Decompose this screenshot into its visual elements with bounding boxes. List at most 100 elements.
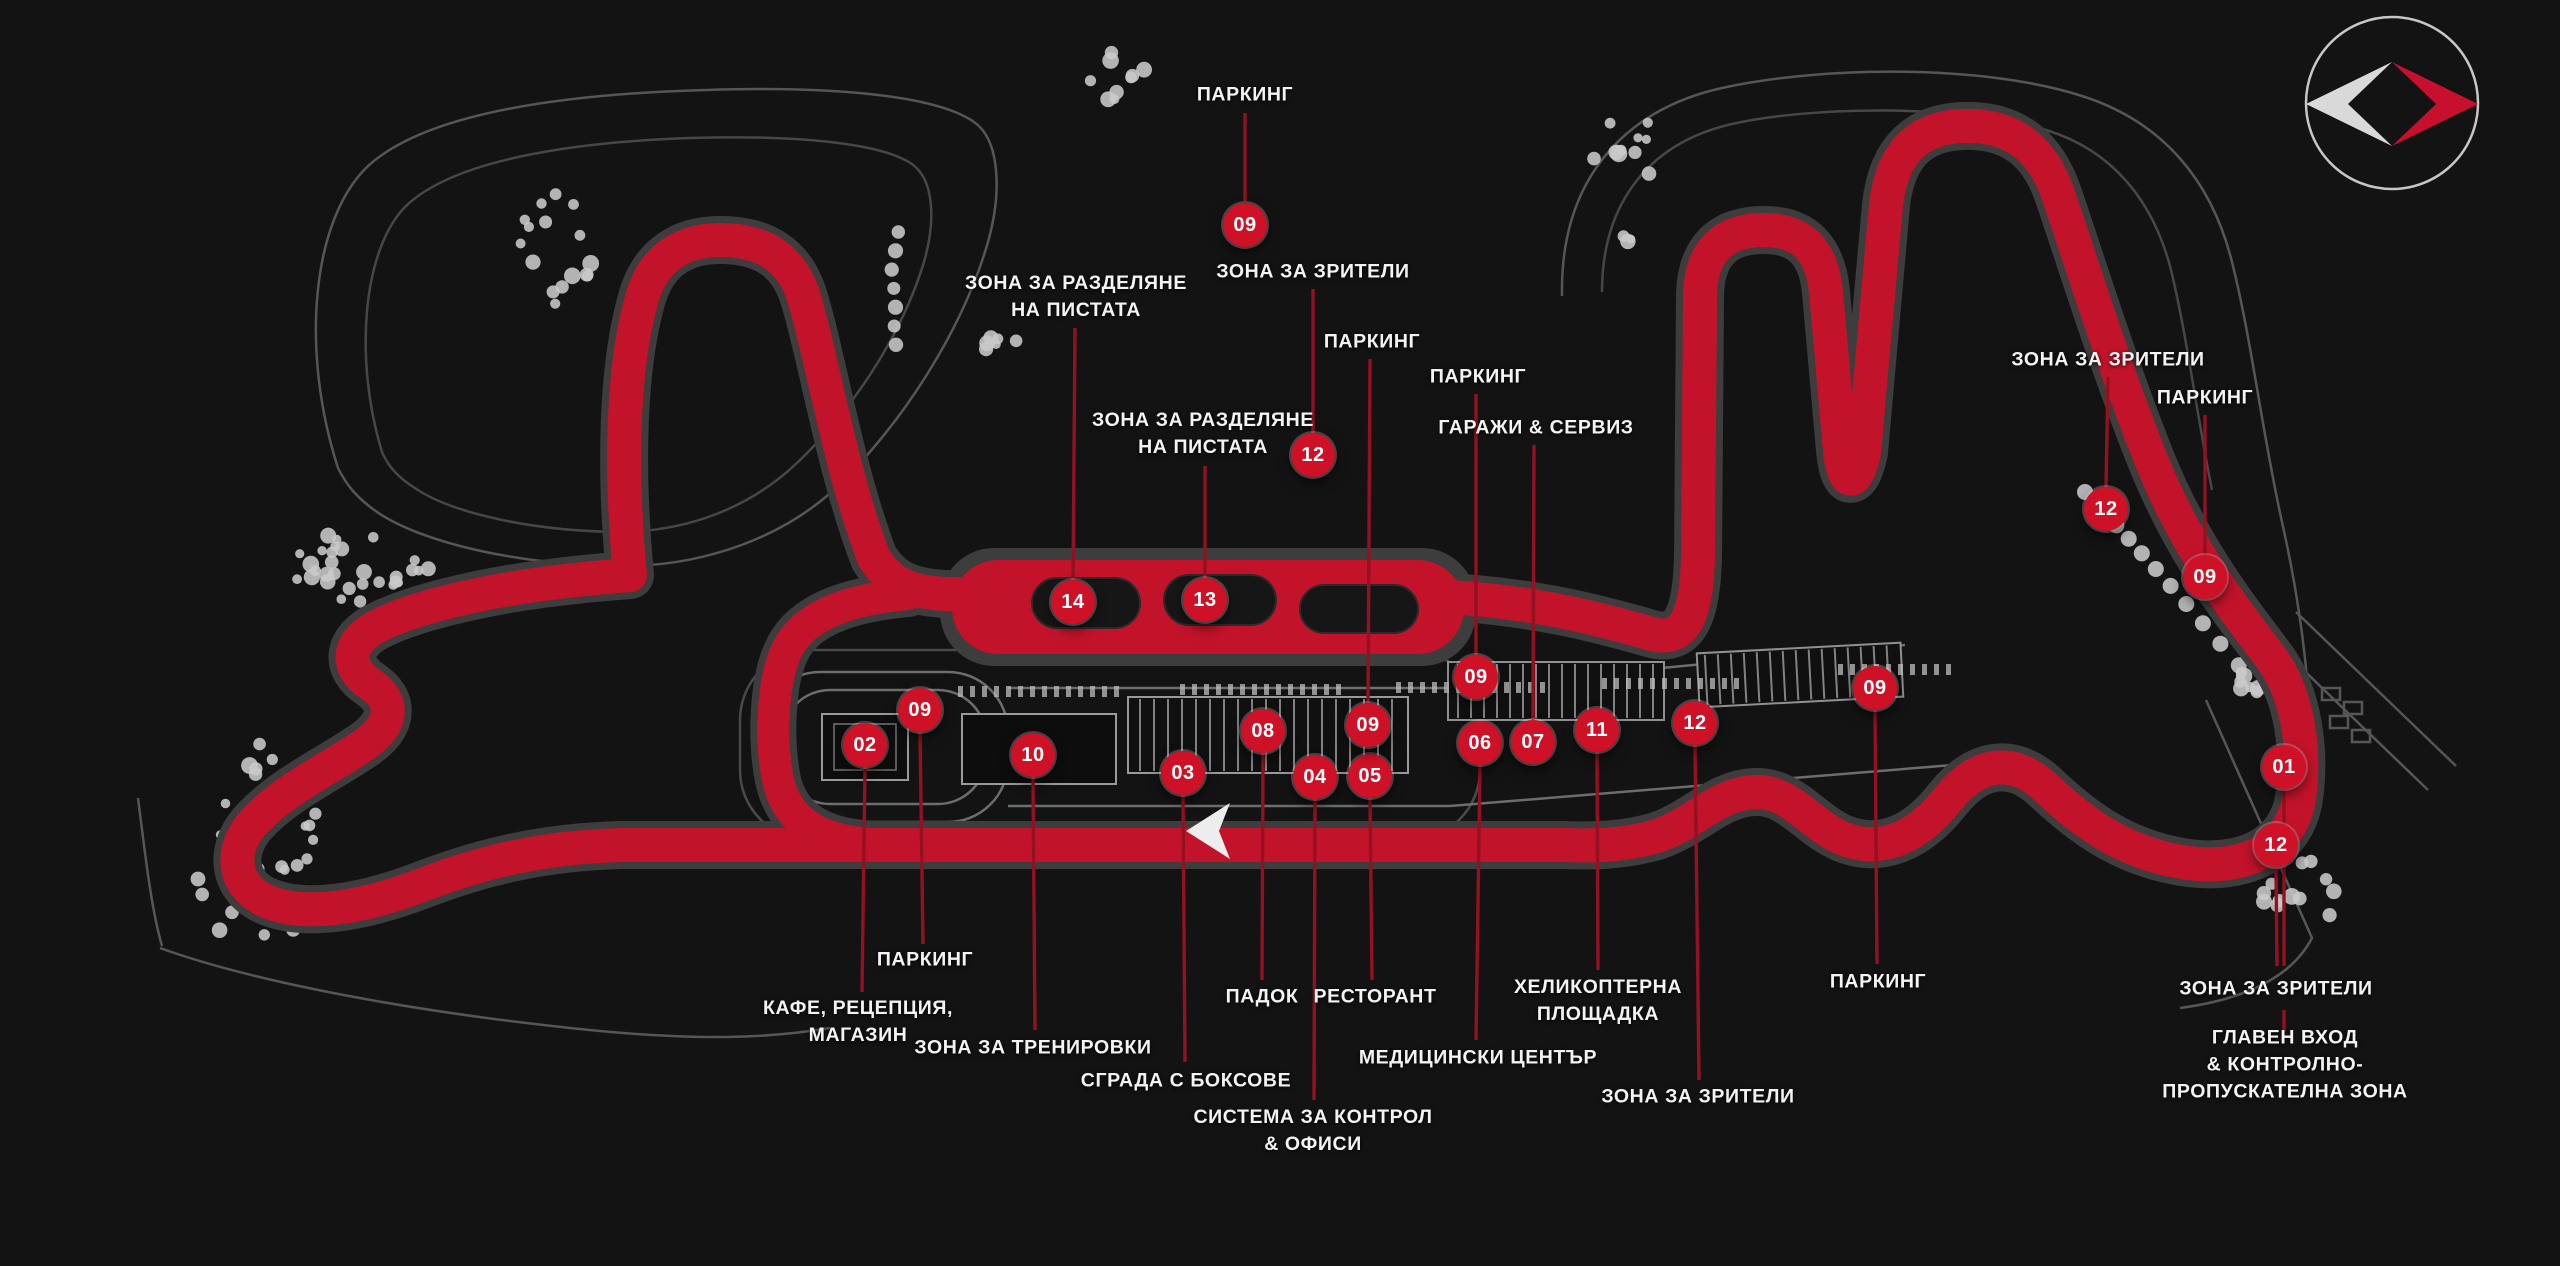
tree-icon [1615,144,1627,156]
tree-icon [564,267,581,285]
marker-number: 01 [2272,755,2296,778]
tree-icon [253,737,266,751]
label-line: СИСТЕМА ЗА КОНТРОЛ [1193,1106,1433,1128]
parked-car-icon [1102,686,1107,697]
tree-icon [1084,75,1097,87]
tree-icon [211,922,228,938]
parked-car-icon [1006,686,1011,697]
tree-icon [388,580,399,590]
label-line: ПАРКИНГ [1196,83,1294,106]
parked-car-icon [1066,686,1071,697]
tree-icon [336,594,347,604]
marker-05[interactable]: 05 [1348,754,1392,798]
label-line: ГЛАВЕН ВХОД [2211,1026,2359,1049]
tree-icon [550,298,561,309]
tree-icon [2319,873,2333,886]
label-garages-service: ГАРАЖИ & СЕРВИЗ [1438,415,1633,442]
marker-number: 12 [1301,443,1325,466]
tree-icon [1125,68,1140,83]
tree-icon [2212,635,2229,652]
parked-car-icon [1650,678,1655,689]
marker-12-east[interactable]: 12 [2254,823,2298,867]
marker-02[interactable]: 02 [843,723,887,767]
marker-13[interactable]: 13 [1183,578,1227,622]
label-medical-center: МЕДИЦИНСКИ ЦЕНТЪР [1359,1045,1597,1072]
marker-01[interactable]: 01 [2262,745,2306,789]
marker-number: 07 [1521,730,1545,753]
leader-line [1474,764,1482,1041]
tree-icon [368,532,379,543]
marker-11[interactable]: 11 [1575,708,1619,752]
parked-car-icon [1240,684,1245,695]
marker-14[interactable]: 14 [1051,580,1095,624]
parked-car-icon [1420,682,1425,693]
tree-icon [582,255,600,272]
label-line: ЗОНА ЗА РАЗДЕЛЯНЕ [1092,409,1314,431]
label-parking-north: ПАРКИНГ [1197,82,1293,109]
marker-09-southeast[interactable]: 09 [1853,666,1897,710]
parked-car-icon [1850,664,1855,675]
marker-12-south[interactable]: 12 [1673,701,1717,745]
parked-car-icon [1922,664,1927,675]
marker-12-north[interactable]: 12 [1291,433,1335,477]
tree-icon [1642,117,1653,128]
tree-icon [2147,561,2164,577]
tree-icon [1102,52,1119,69]
label-line: & ОФИСИ [1264,1133,1362,1155]
marker-03[interactable]: 03 [1161,751,1205,795]
marker-number: 10 [1021,743,1045,766]
tree-icon [888,337,904,352]
parked-car-icon [1396,682,1401,693]
checkpoint-booth [2328,714,2350,730]
marker-number: 09 [1863,676,1887,699]
marker-04[interactable]: 04 [1293,755,1337,799]
tree-icon [2120,530,2137,547]
tree-icon [555,280,569,294]
marker-08[interactable]: 08 [1241,709,1285,753]
tree-icon [190,871,206,887]
parked-car-icon [1042,686,1047,697]
parked-car-icon [1722,678,1727,689]
marker-07[interactable]: 07 [1511,720,1555,764]
tree-icon [1641,134,1651,144]
label-line: МЕДИЦИНСКИ ЦЕНТЪР [1358,1046,1598,1069]
nw-area-inner-outline [364,136,933,534]
garage-stripe [1846,647,1852,698]
marker-09-west[interactable]: 09 [898,688,942,732]
parked-car-icon [1710,678,1715,689]
tree-icon [1604,117,1616,129]
marker-09-north[interactable]: 09 [1223,203,1267,247]
parked-car-icon [1444,682,1449,693]
marker-number: 09 [2193,565,2217,588]
label-line: СГРАДА С БОКСОВЕ [1080,1069,1292,1092]
parked-car-icon [1408,682,1413,693]
label-spectator-zone-northeast: ЗОНА ЗА ЗРИТЕЛИ [2011,347,2204,374]
parked-car-icon [1216,684,1221,695]
garage-stripe [1768,651,1774,702]
marker-09-pit[interactable]: 09 [1346,703,1390,747]
marker-12-northeast[interactable]: 12 [2084,487,2128,531]
tree-icon [884,262,899,277]
marker-number: 04 [1303,765,1327,788]
tree-icon [342,581,356,596]
label-parking-west: ПАРКИНГ [877,947,973,974]
tree-icon [420,561,436,577]
marker-09-garages[interactable]: 09 [1454,655,1498,699]
label-line: ЗОНА ЗА ЗРИТЕЛИ [2179,977,2373,1000]
tree-icon [887,319,901,333]
parked-car-icon [1204,684,1209,695]
marker-06[interactable]: 06 [1458,721,1502,765]
track-layer [213,101,2326,934]
marker-number: 09 [1464,665,1488,688]
label-line: ПЛОЩАДКА [1536,1003,1660,1025]
label-line: ГАРАЖИ & СЕРВИЗ [1438,416,1634,439]
marker-number: 09 [1356,713,1380,736]
marker-number: 12 [1683,711,1707,734]
label-parking-northeast: ПАРКИНГ [2157,385,2253,412]
tree-icon [295,549,305,559]
marker-10[interactable]: 10 [1011,733,1055,777]
marker-09-northeast[interactable]: 09 [2183,555,2227,599]
